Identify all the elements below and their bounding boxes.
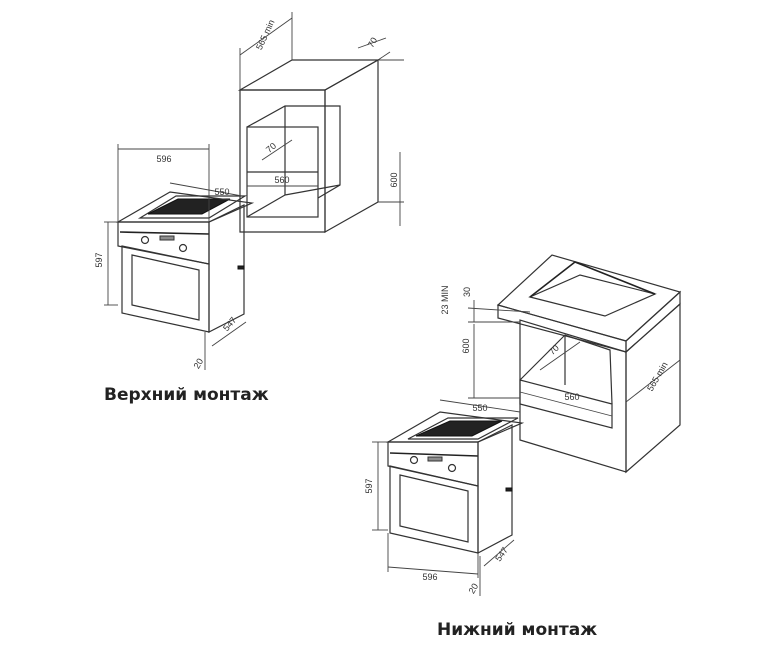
bottom-cabinet-inner-width-label: 560 (564, 392, 579, 402)
bottom-oven-width-label: 596 (422, 572, 437, 582)
top-oven (115, 191, 255, 333)
bottom-oven-depth-top-label: 550 (472, 403, 487, 413)
bottom-cabinet-min-gap-label: 23 MIN (440, 285, 450, 314)
top-cabinet-dimensions (239, 12, 404, 226)
top-oven-width-label: 596 (156, 154, 171, 164)
top-oven-depth-top-label: 550 (214, 187, 229, 197)
bottom-oven-offset-label: 20 (467, 582, 481, 596)
top-cabinet-inner-depth-label: 70 (264, 141, 278, 155)
top-cabinet-height-label: 600 (389, 172, 399, 187)
bottom-cabinet-gap-top-label: 30 (462, 287, 472, 297)
top-oven-offset-label: 20 (192, 357, 206, 371)
bottom-oven-height-label: 597 (364, 478, 374, 493)
top-cabinet-depth-label: 565 min (254, 18, 277, 51)
top-cabinet-side-label: 70 (366, 36, 380, 50)
top-oven-height-label: 597 (94, 252, 104, 267)
bottom-cabinet-height-label: 600 (461, 338, 471, 353)
bottom-cabinet-depth-label: 565 min (645, 360, 670, 393)
top-cabinet-inner-width-label: 560 (274, 175, 289, 185)
top-mount-caption: Верхний монтаж (104, 385, 269, 405)
bottom-cabinet (496, 254, 682, 474)
bottom-oven-depth-label: 547 (493, 545, 510, 563)
bottom-mount-caption: Нижний монтаж (437, 620, 598, 640)
top-oven-dimensions (104, 144, 247, 370)
bottom-cabinet-inner-depth-label: 70 (547, 343, 561, 357)
bottom-oven (385, 411, 525, 554)
top-cabinet (237, 58, 381, 234)
bottom-oven-dimensions (372, 399, 521, 596)
bottom-cabinet-dimensions (467, 300, 681, 417)
